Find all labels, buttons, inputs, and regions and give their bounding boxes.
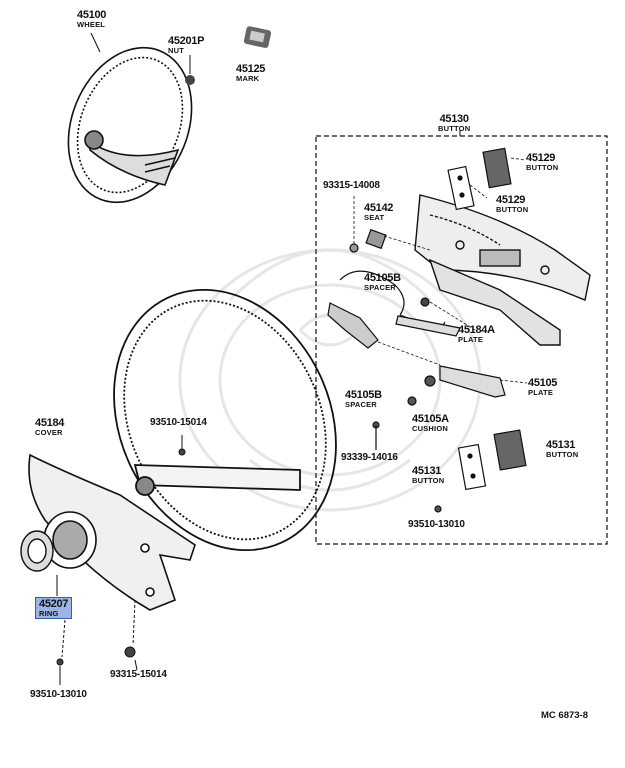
seat-spacer-drawing bbox=[327, 228, 446, 349]
label-45125: 45125 MARK bbox=[236, 64, 265, 83]
part-number: 45207 bbox=[39, 598, 69, 610]
part-name: BUTTON bbox=[496, 205, 529, 214]
part-number: 45105A bbox=[412, 413, 449, 425]
part-number: 45100 bbox=[77, 9, 107, 21]
part-number: 45105B bbox=[364, 272, 401, 284]
part-name: BUTTON bbox=[412, 476, 445, 485]
label-93510-13010-box: 93510-13010 bbox=[408, 520, 465, 530]
label-93510-13010-bottom: 93510-13010 bbox=[30, 690, 87, 700]
button-pad-drawing bbox=[414, 194, 591, 346]
part-name: BUTTON bbox=[438, 124, 471, 133]
part-name: MARK bbox=[236, 74, 260, 83]
label-45184: 45184 COVER bbox=[35, 418, 64, 437]
part-number: 45131 bbox=[412, 465, 442, 477]
steering-wheel-main bbox=[113, 288, 337, 552]
part-number: 45184 bbox=[35, 417, 65, 429]
label-45142: 45142 SEAT bbox=[364, 203, 393, 222]
buttons-45129-drawing bbox=[447, 147, 512, 211]
label-45105B-upper: 45105B SPACER bbox=[364, 273, 401, 292]
label-45105: 45105 PLATE bbox=[528, 378, 557, 397]
part-number: 45131 bbox=[546, 439, 576, 451]
part-name: PLATE bbox=[458, 335, 484, 344]
part-number: 93510-15014 bbox=[150, 417, 207, 428]
part-name: SPACER bbox=[364, 283, 396, 292]
part-name: BUTTON bbox=[526, 163, 559, 172]
part-name: BUTTON bbox=[546, 450, 579, 459]
part-name: SEAT bbox=[364, 213, 385, 222]
label-93315-14008: 93315-14008 bbox=[323, 181, 380, 191]
part-name: PLATE bbox=[528, 388, 554, 397]
part-name: WHEEL bbox=[77, 20, 106, 29]
part-number: 93315-14008 bbox=[323, 180, 380, 191]
label-45105B-lower: 45105B SPACER bbox=[345, 390, 382, 409]
leader-lines bbox=[353, 157, 528, 384]
horn-cover-drawing bbox=[28, 453, 196, 611]
label-93339-14016: 93339-14016 bbox=[341, 453, 398, 463]
label-45131-right: 45131 BUTTON bbox=[546, 440, 578, 459]
label-45105A: 45105A CUSHION bbox=[412, 414, 449, 433]
part-name: NUT bbox=[168, 46, 185, 55]
part-number: 93510-13010 bbox=[408, 519, 465, 530]
label-93510-15014: 93510-15014 bbox=[150, 418, 207, 428]
steering-wheel-top bbox=[67, 46, 193, 204]
part-number: 45105 bbox=[528, 377, 558, 389]
label-45207-highlighted[interactable]: 45207 RING bbox=[35, 597, 73, 619]
part-name: COVER bbox=[35, 428, 63, 437]
part-number: 45125 bbox=[236, 63, 266, 75]
part-number: 45142 bbox=[364, 202, 394, 214]
plates-drawing bbox=[372, 315, 506, 450]
label-45130: 45130 BUTTON bbox=[438, 114, 470, 133]
part-number: 45201P bbox=[168, 35, 205, 47]
nut-drawing bbox=[185, 55, 195, 85]
part-number: 45105B bbox=[345, 389, 382, 401]
label-45131-left: 45131 BUTTON bbox=[412, 466, 444, 485]
part-name: SPACER bbox=[345, 400, 377, 409]
part-number: 93339-14016 bbox=[341, 452, 398, 463]
part-name: RING bbox=[39, 609, 59, 618]
label-45100: 45100 WHEEL bbox=[77, 10, 106, 29]
label-45129-upper: 45129 BUTTON bbox=[526, 153, 558, 172]
screws-drawing bbox=[56, 435, 186, 685]
part-number: 45130 bbox=[439, 113, 469, 125]
part-number: 93315-15014 bbox=[110, 669, 167, 680]
label-45129-lower: 45129 BUTTON bbox=[496, 195, 528, 214]
part-number: 45129 bbox=[526, 152, 556, 164]
part-number: 93510-13010 bbox=[30, 689, 87, 700]
mark-drawing bbox=[243, 26, 272, 48]
part-number: 45129 bbox=[496, 194, 526, 206]
part-name: CUSHION bbox=[412, 424, 448, 433]
label-93315-15014: 93315-15014 bbox=[110, 670, 167, 680]
part-number: 45184A bbox=[458, 324, 495, 336]
ring-drawing bbox=[20, 530, 54, 572]
diagram-code: MC 6873-8 bbox=[541, 710, 588, 721]
buttons-45131-drawing bbox=[434, 429, 527, 513]
label-45184A: 45184A PLATE bbox=[458, 325, 495, 344]
label-45201P: 45201P NUT bbox=[168, 36, 204, 55]
button-assembly-box bbox=[315, 135, 608, 545]
